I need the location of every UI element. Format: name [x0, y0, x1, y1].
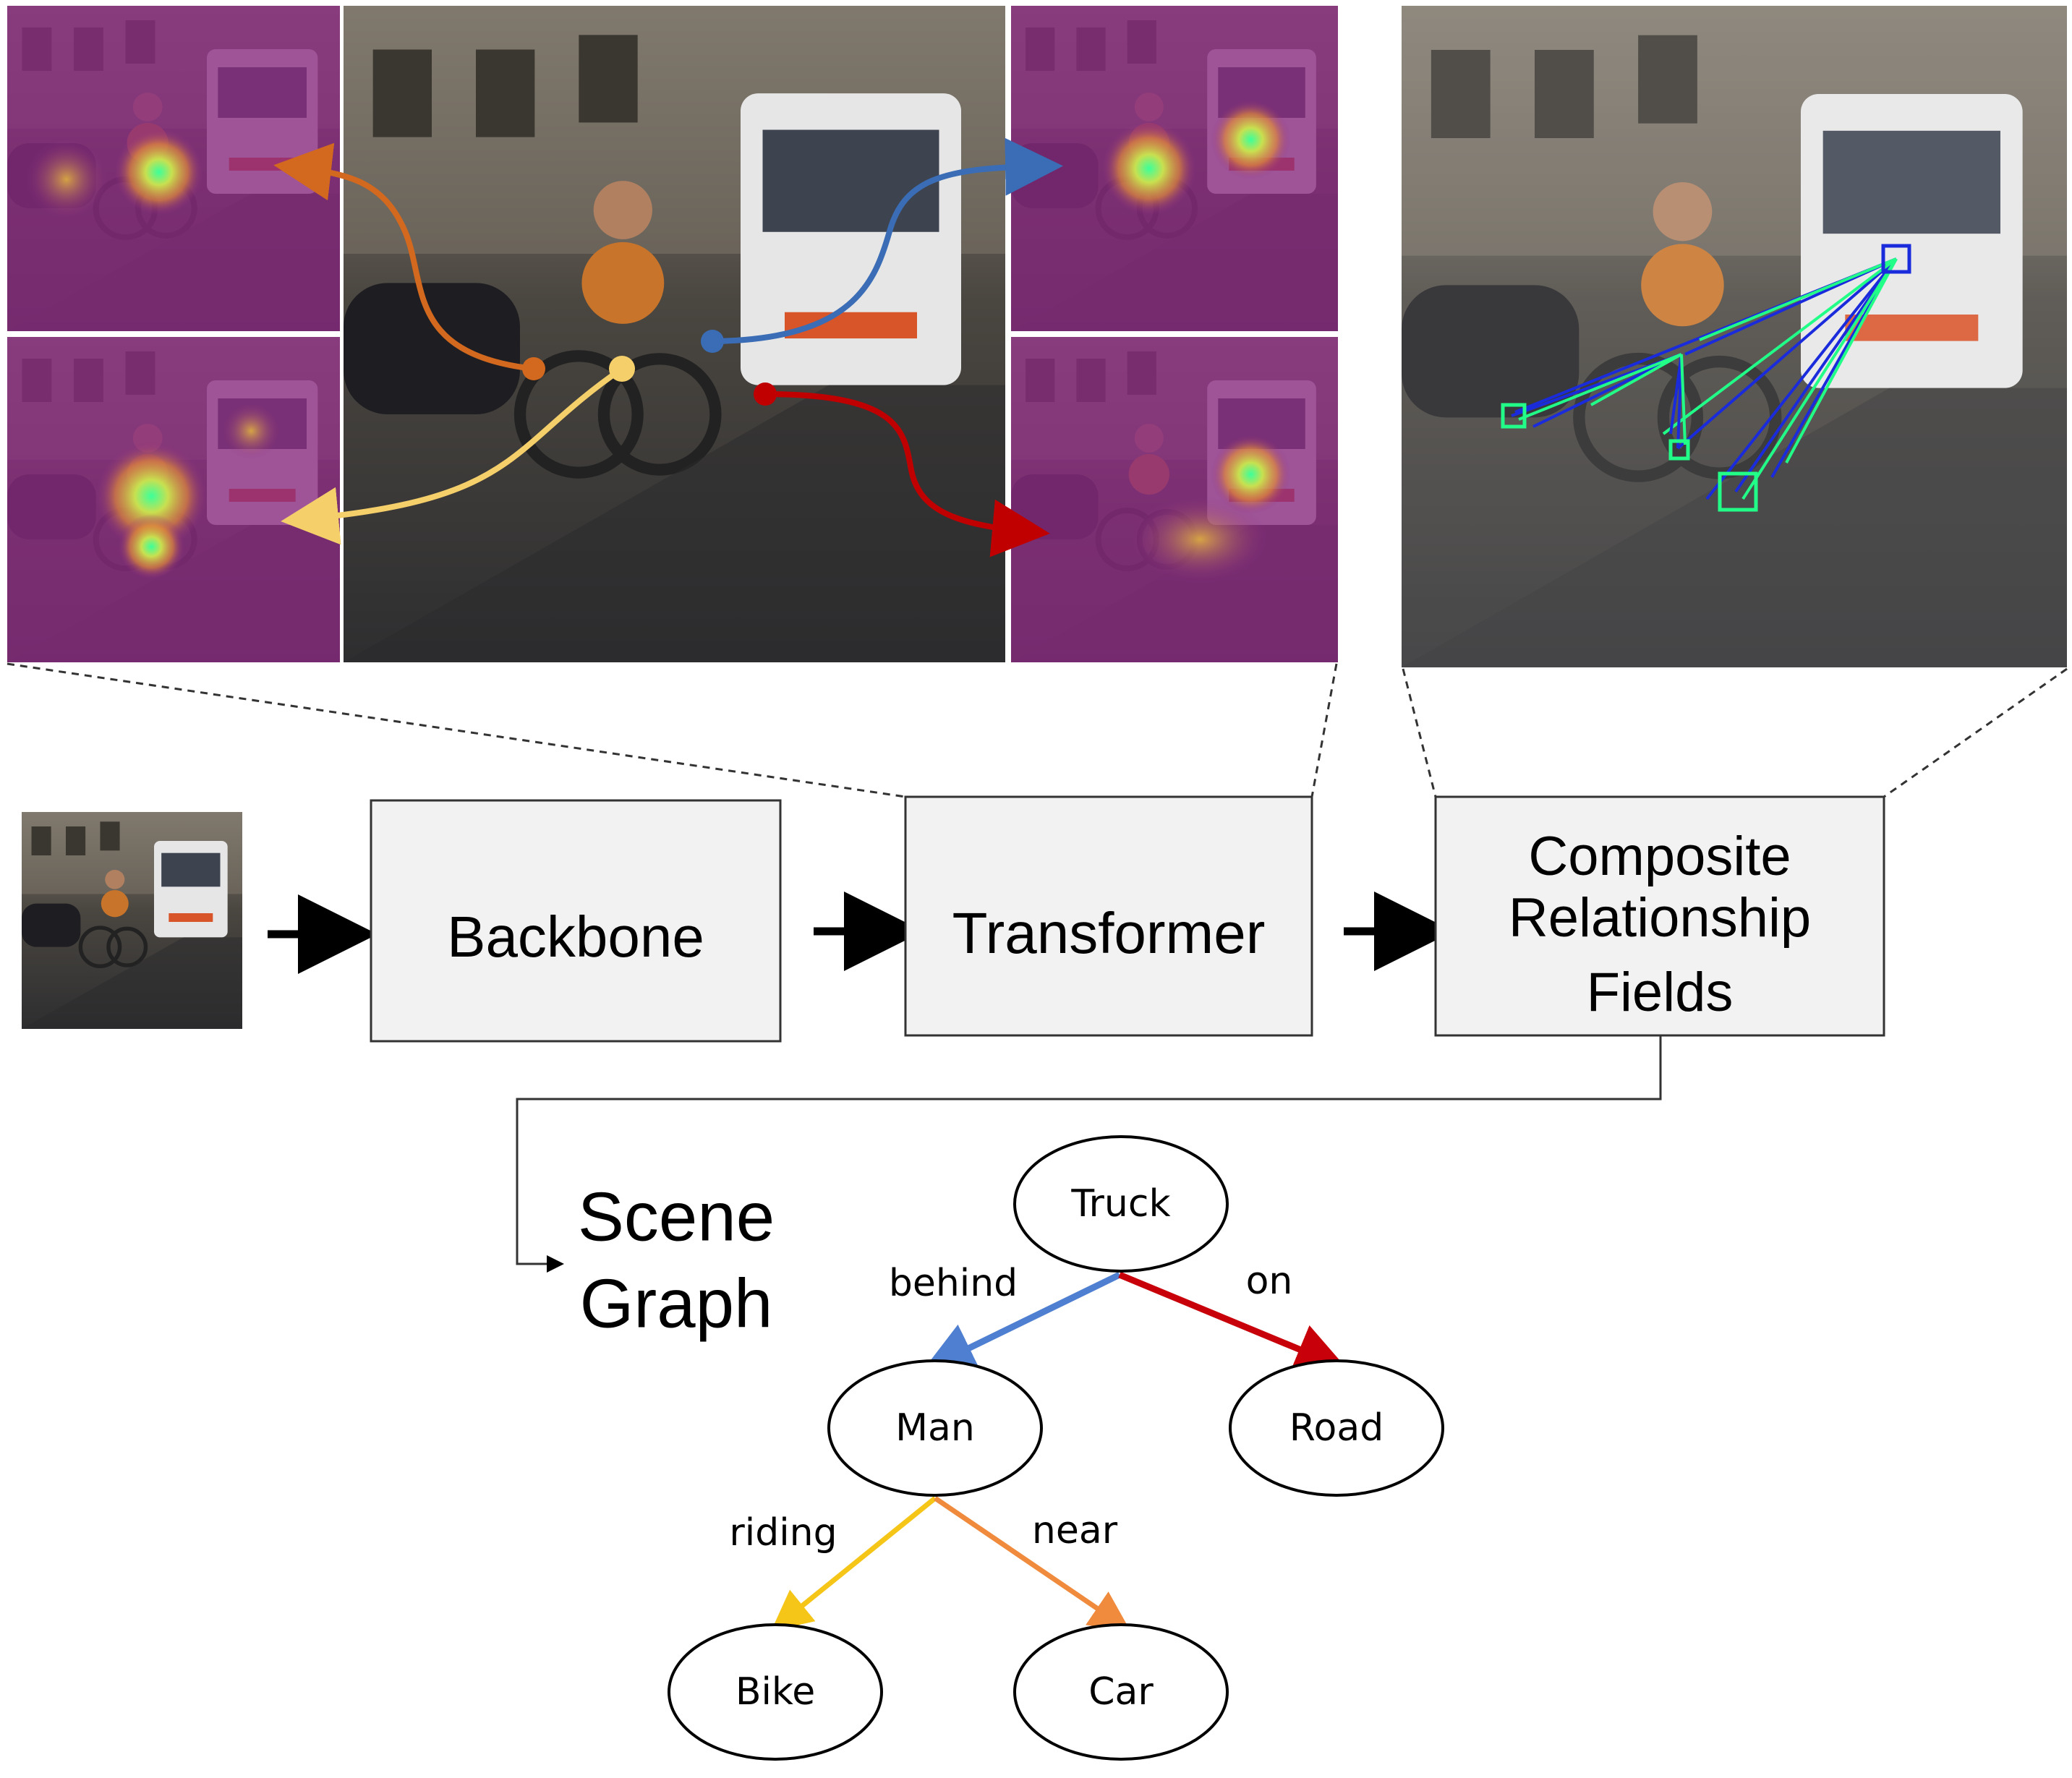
attention-map-top-left — [7, 6, 340, 331]
node-road: Road — [1229, 1359, 1444, 1497]
zoom-lines — [7, 662, 2068, 798]
composite-fields-image — [1402, 6, 2067, 667]
edge-on — [1118, 1271, 1348, 1374]
crf-label-line-3: Fields — [1587, 962, 1734, 1023]
crf-label-line-1: Composite — [1528, 826, 1791, 887]
scene-graph-title-line-2: Graph — [580, 1265, 773, 1342]
scene-graph-edge-labels: behind on riding near — [729, 1260, 1292, 1555]
crf-label-line-2: Relationship — [1509, 887, 1811, 949]
edge-label-on: on — [1246, 1260, 1293, 1303]
edge-behind — [922, 1271, 1121, 1372]
attention-map-bottom-left — [7, 337, 340, 662]
scene-graph-title-line-1: Scene — [578, 1178, 775, 1255]
transformer-box: Transformer — [904, 795, 1313, 1037]
scene-graph-nodes: Truck Man Road Bike Car — [668, 1135, 1444, 1761]
attention-arrows — [273, 137, 1063, 557]
node-truck-label: Truck — [1070, 1182, 1170, 1226]
backbone-label: Backbone — [447, 905, 704, 969]
input-image-thumbnail — [22, 812, 242, 1029]
node-car-label: Car — [1088, 1670, 1154, 1714]
attention-map-top-right — [1011, 6, 1338, 331]
node-bike: Bike — [668, 1623, 883, 1761]
node-road-label: Road — [1289, 1406, 1384, 1450]
edge-label-near: near — [1032, 1509, 1118, 1552]
node-car: Car — [1013, 1623, 1229, 1761]
scene-graph-title: Scene Graph — [578, 1178, 775, 1342]
edge-label-behind: behind — [889, 1262, 1018, 1305]
node-bike-label: Bike — [736, 1670, 815, 1714]
backbone-box: Backbone — [370, 799, 782, 1043]
relationship-field-vectors — [1501, 244, 1911, 512]
attention-map-bottom-right — [1011, 337, 1338, 662]
edge-riding — [771, 1496, 937, 1631]
composite-relationship-fields-box: Composite Relationship Fields — [1434, 795, 1885, 1037]
edge-label-riding: riding — [729, 1511, 837, 1555]
node-truck: Truck — [1013, 1135, 1229, 1273]
node-man: Man — [827, 1359, 1043, 1497]
connector-crf-to-scene-graph — [516, 1035, 1662, 1273]
node-man-label: Man — [895, 1406, 975, 1450]
transformer-label: Transformer — [952, 901, 1266, 965]
edge-near — [934, 1496, 1131, 1631]
scene-graph-edges — [771, 1271, 1348, 1631]
